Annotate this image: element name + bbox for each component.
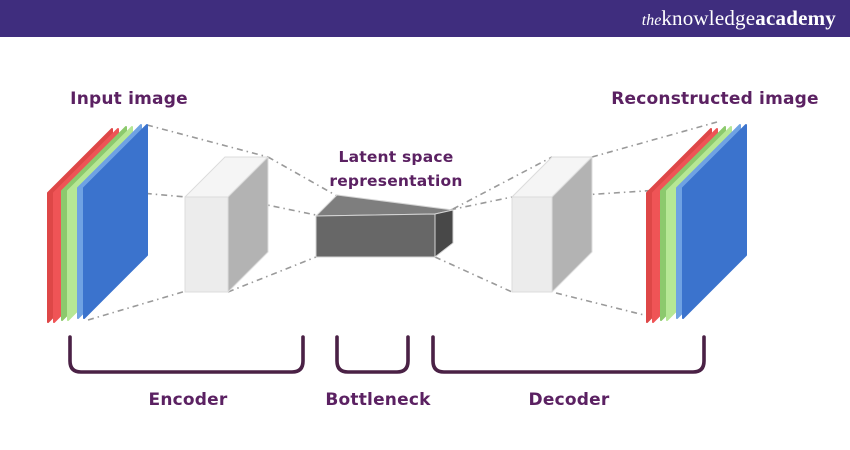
connector-line bbox=[452, 156, 553, 210]
decoder-box-front-face bbox=[511, 196, 553, 293]
bottleneck-label: Bottleneck bbox=[325, 390, 431, 410]
encoder-label: Encoder bbox=[149, 390, 228, 410]
connector-line bbox=[591, 121, 718, 158]
input-image-label: Input image bbox=[70, 89, 188, 109]
brand-logo: theknowledgeacademy bbox=[642, 8, 836, 29]
decoder-layer-box bbox=[511, 156, 593, 293]
input-blue-channel-face bbox=[83, 124, 148, 319]
latent-space-label-line1: Latent space bbox=[339, 148, 454, 166]
connector-line bbox=[267, 156, 338, 197]
connector-line bbox=[146, 124, 269, 158]
brand-logo-the: the bbox=[641, 12, 662, 29]
connector-line bbox=[555, 292, 657, 319]
bottleneck-brace bbox=[335, 335, 410, 374]
encoder-box-front-face bbox=[184, 196, 229, 293]
connector-line bbox=[434, 196, 513, 214]
encoder-layer-box bbox=[184, 156, 269, 293]
connector-line bbox=[227, 256, 317, 293]
section-braces bbox=[68, 335, 706, 374]
connector-line bbox=[434, 256, 513, 293]
bottleneck-box-side-face bbox=[434, 209, 454, 258]
bottleneck-box-top-face bbox=[315, 194, 454, 217]
reconstructed-image-label: Reconstructed image bbox=[611, 89, 819, 109]
bottleneck-box bbox=[315, 194, 454, 258]
encoder-brace bbox=[68, 335, 305, 374]
decoder-label: Decoder bbox=[529, 390, 610, 410]
brand-logo-knowledge: knowledge bbox=[661, 6, 756, 30]
brand-header-bar: theknowledgeacademy bbox=[0, 0, 850, 37]
bottleneck-box-front-face bbox=[315, 213, 436, 258]
decoder-brace bbox=[431, 335, 706, 374]
reconstructed-image-stack bbox=[646, 124, 747, 323]
latent-space-label-line2: representation bbox=[329, 172, 462, 190]
brand-logo-academy: academy bbox=[755, 6, 836, 30]
input-image-stack bbox=[47, 124, 148, 323]
output-blue-channel-face bbox=[682, 124, 747, 319]
connector-line bbox=[87, 290, 187, 321]
